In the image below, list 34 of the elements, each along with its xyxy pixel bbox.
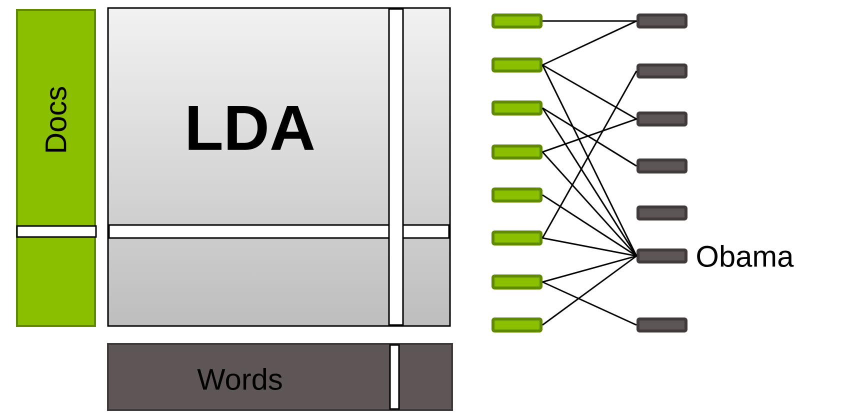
topic-box (636, 112, 688, 126)
document-box (492, 188, 542, 202)
document-box (492, 14, 542, 28)
document-box (492, 274, 542, 290)
connector-line (542, 20, 636, 22)
connector-line (542, 194, 637, 257)
document-box (492, 318, 542, 332)
document-box (492, 230, 542, 246)
topic-box (636, 248, 688, 264)
connector-line (542, 281, 637, 326)
document-box (492, 58, 542, 72)
topic-box (636, 14, 688, 28)
connector-line (542, 255, 637, 326)
connector-line (542, 107, 637, 167)
document-box (492, 100, 542, 116)
document-box (492, 144, 542, 160)
connector-line (542, 118, 637, 153)
topic-box (636, 64, 688, 78)
connector-line (542, 20, 637, 66)
bar-label: Docs (46, 87, 66, 152)
node-caption: Obama (697, 245, 794, 267)
document-bar (16, 9, 96, 327)
connector-line (542, 108, 638, 256)
matrix-label: LDA (188, 106, 314, 150)
topic-box (636, 206, 688, 220)
bar-label: Words (197, 368, 282, 390)
connector-line (542, 152, 638, 256)
topic-box (636, 158, 688, 174)
connector-line (542, 237, 637, 257)
matrix-square (107, 7, 451, 327)
connector-line (542, 255, 637, 283)
word-bar (107, 343, 453, 411)
topic-box (636, 318, 688, 332)
connector-line (542, 64, 637, 120)
